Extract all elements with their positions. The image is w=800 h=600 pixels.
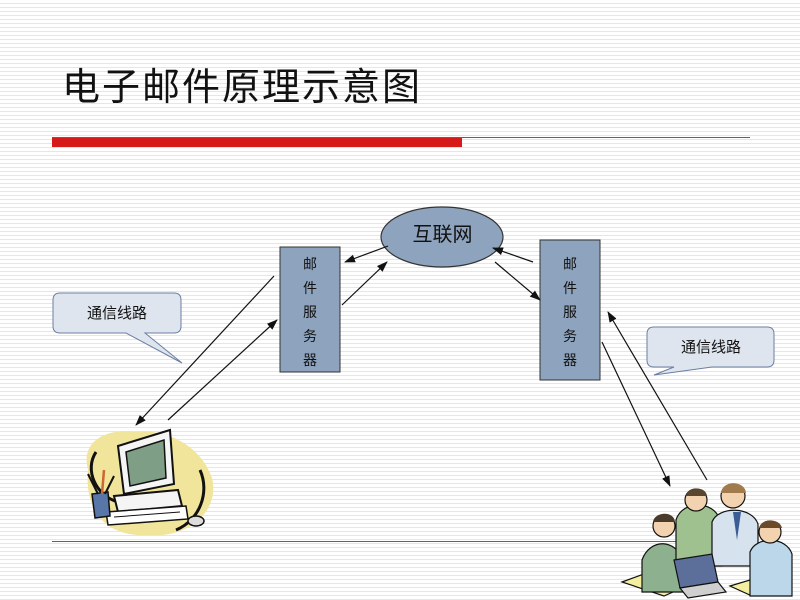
callout-right-label: 通信线路 [680,338,741,356]
arrow-left-server-to-internet [341,261,388,306]
title-accent-bar [52,138,462,147]
arrow-server-to-people [601,341,671,487]
mail-server-right-label: 邮 件 服 务 器 [563,257,577,369]
arrow-internet-to-right-server [494,261,541,301]
internet-node [380,206,504,268]
computer-icon [86,428,214,536]
arrow-server-to-computer [135,275,275,426]
arrow-computer-to-server [167,319,278,421]
callout-bubble-right [646,326,775,376]
arrow-internet-to-left-server [344,245,389,263]
mail-server-right [539,239,601,381]
mail-server-left-label: 邮 件 服 务 器 [303,257,317,369]
people-with-laptop-icon [620,483,793,599]
footer-rule [52,541,750,542]
arrow-people-to-server [607,311,708,481]
title-underline [52,137,750,138]
internet-label: 互联网 [412,222,473,246]
callout-bubble-left [52,292,183,364]
callout-left-label: 通信线路 [86,304,147,322]
arrow-right-server-to-internet [492,247,534,263]
mail-server-left [279,246,341,373]
page-title: 电子邮件原理示意图 [62,65,423,109]
